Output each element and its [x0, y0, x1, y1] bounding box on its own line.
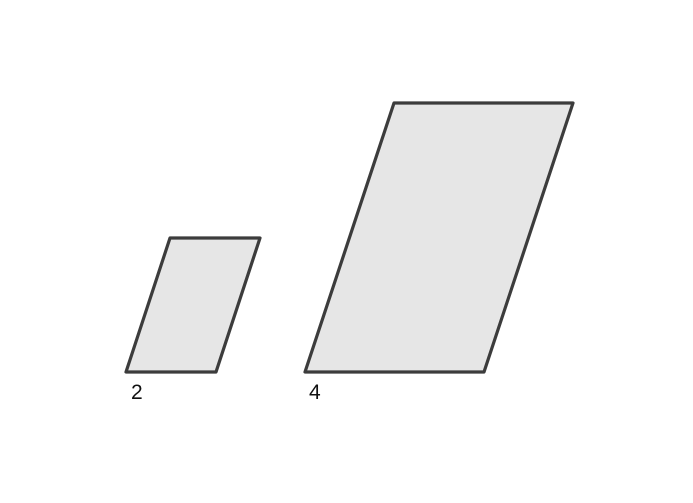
- small-parallelogram: [124, 236, 262, 374]
- large-parallelogram-label: 4: [309, 381, 321, 404]
- large-parallelogram: [303, 101, 575, 374]
- small-parallelogram-label: 2: [131, 381, 143, 404]
